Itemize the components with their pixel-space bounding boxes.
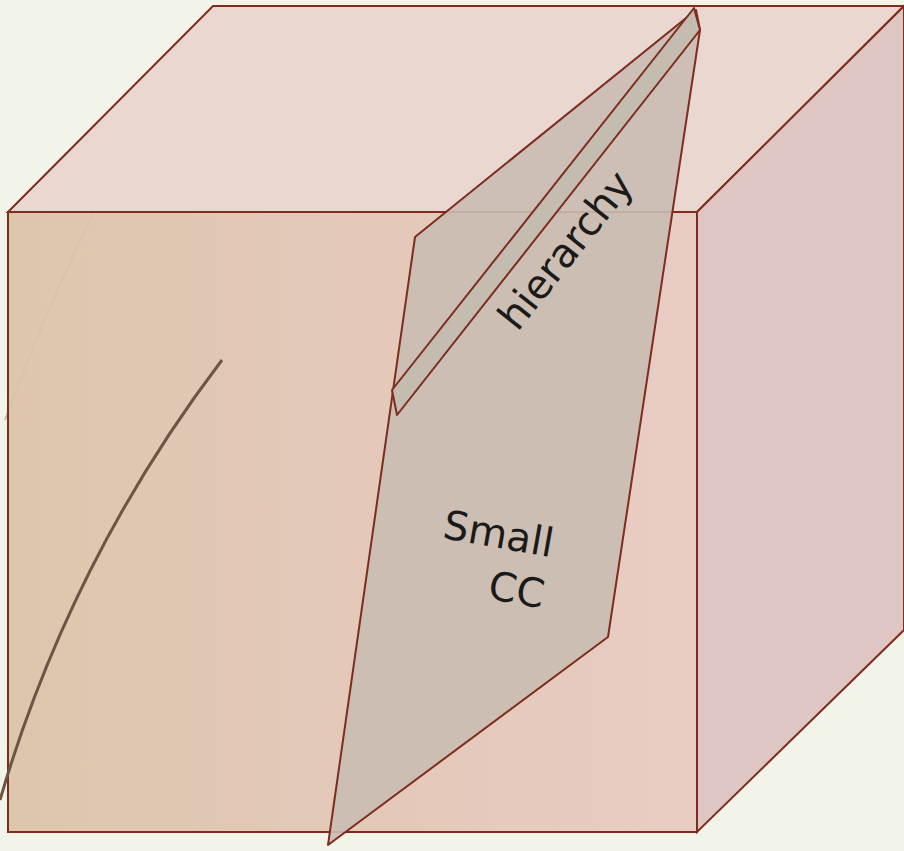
- cube-right-face: [697, 6, 904, 832]
- plane-region: Small CChierarchy: [328, 8, 702, 848]
- curve-line: [0, 360, 222, 800]
- strip-region: hierarchy: [392, 8, 702, 418]
- region-shape: [328, 10, 700, 845]
- region-shape: [392, 8, 700, 415]
- region-outline: [328, 8, 702, 848]
- region-outline: [392, 8, 702, 418]
